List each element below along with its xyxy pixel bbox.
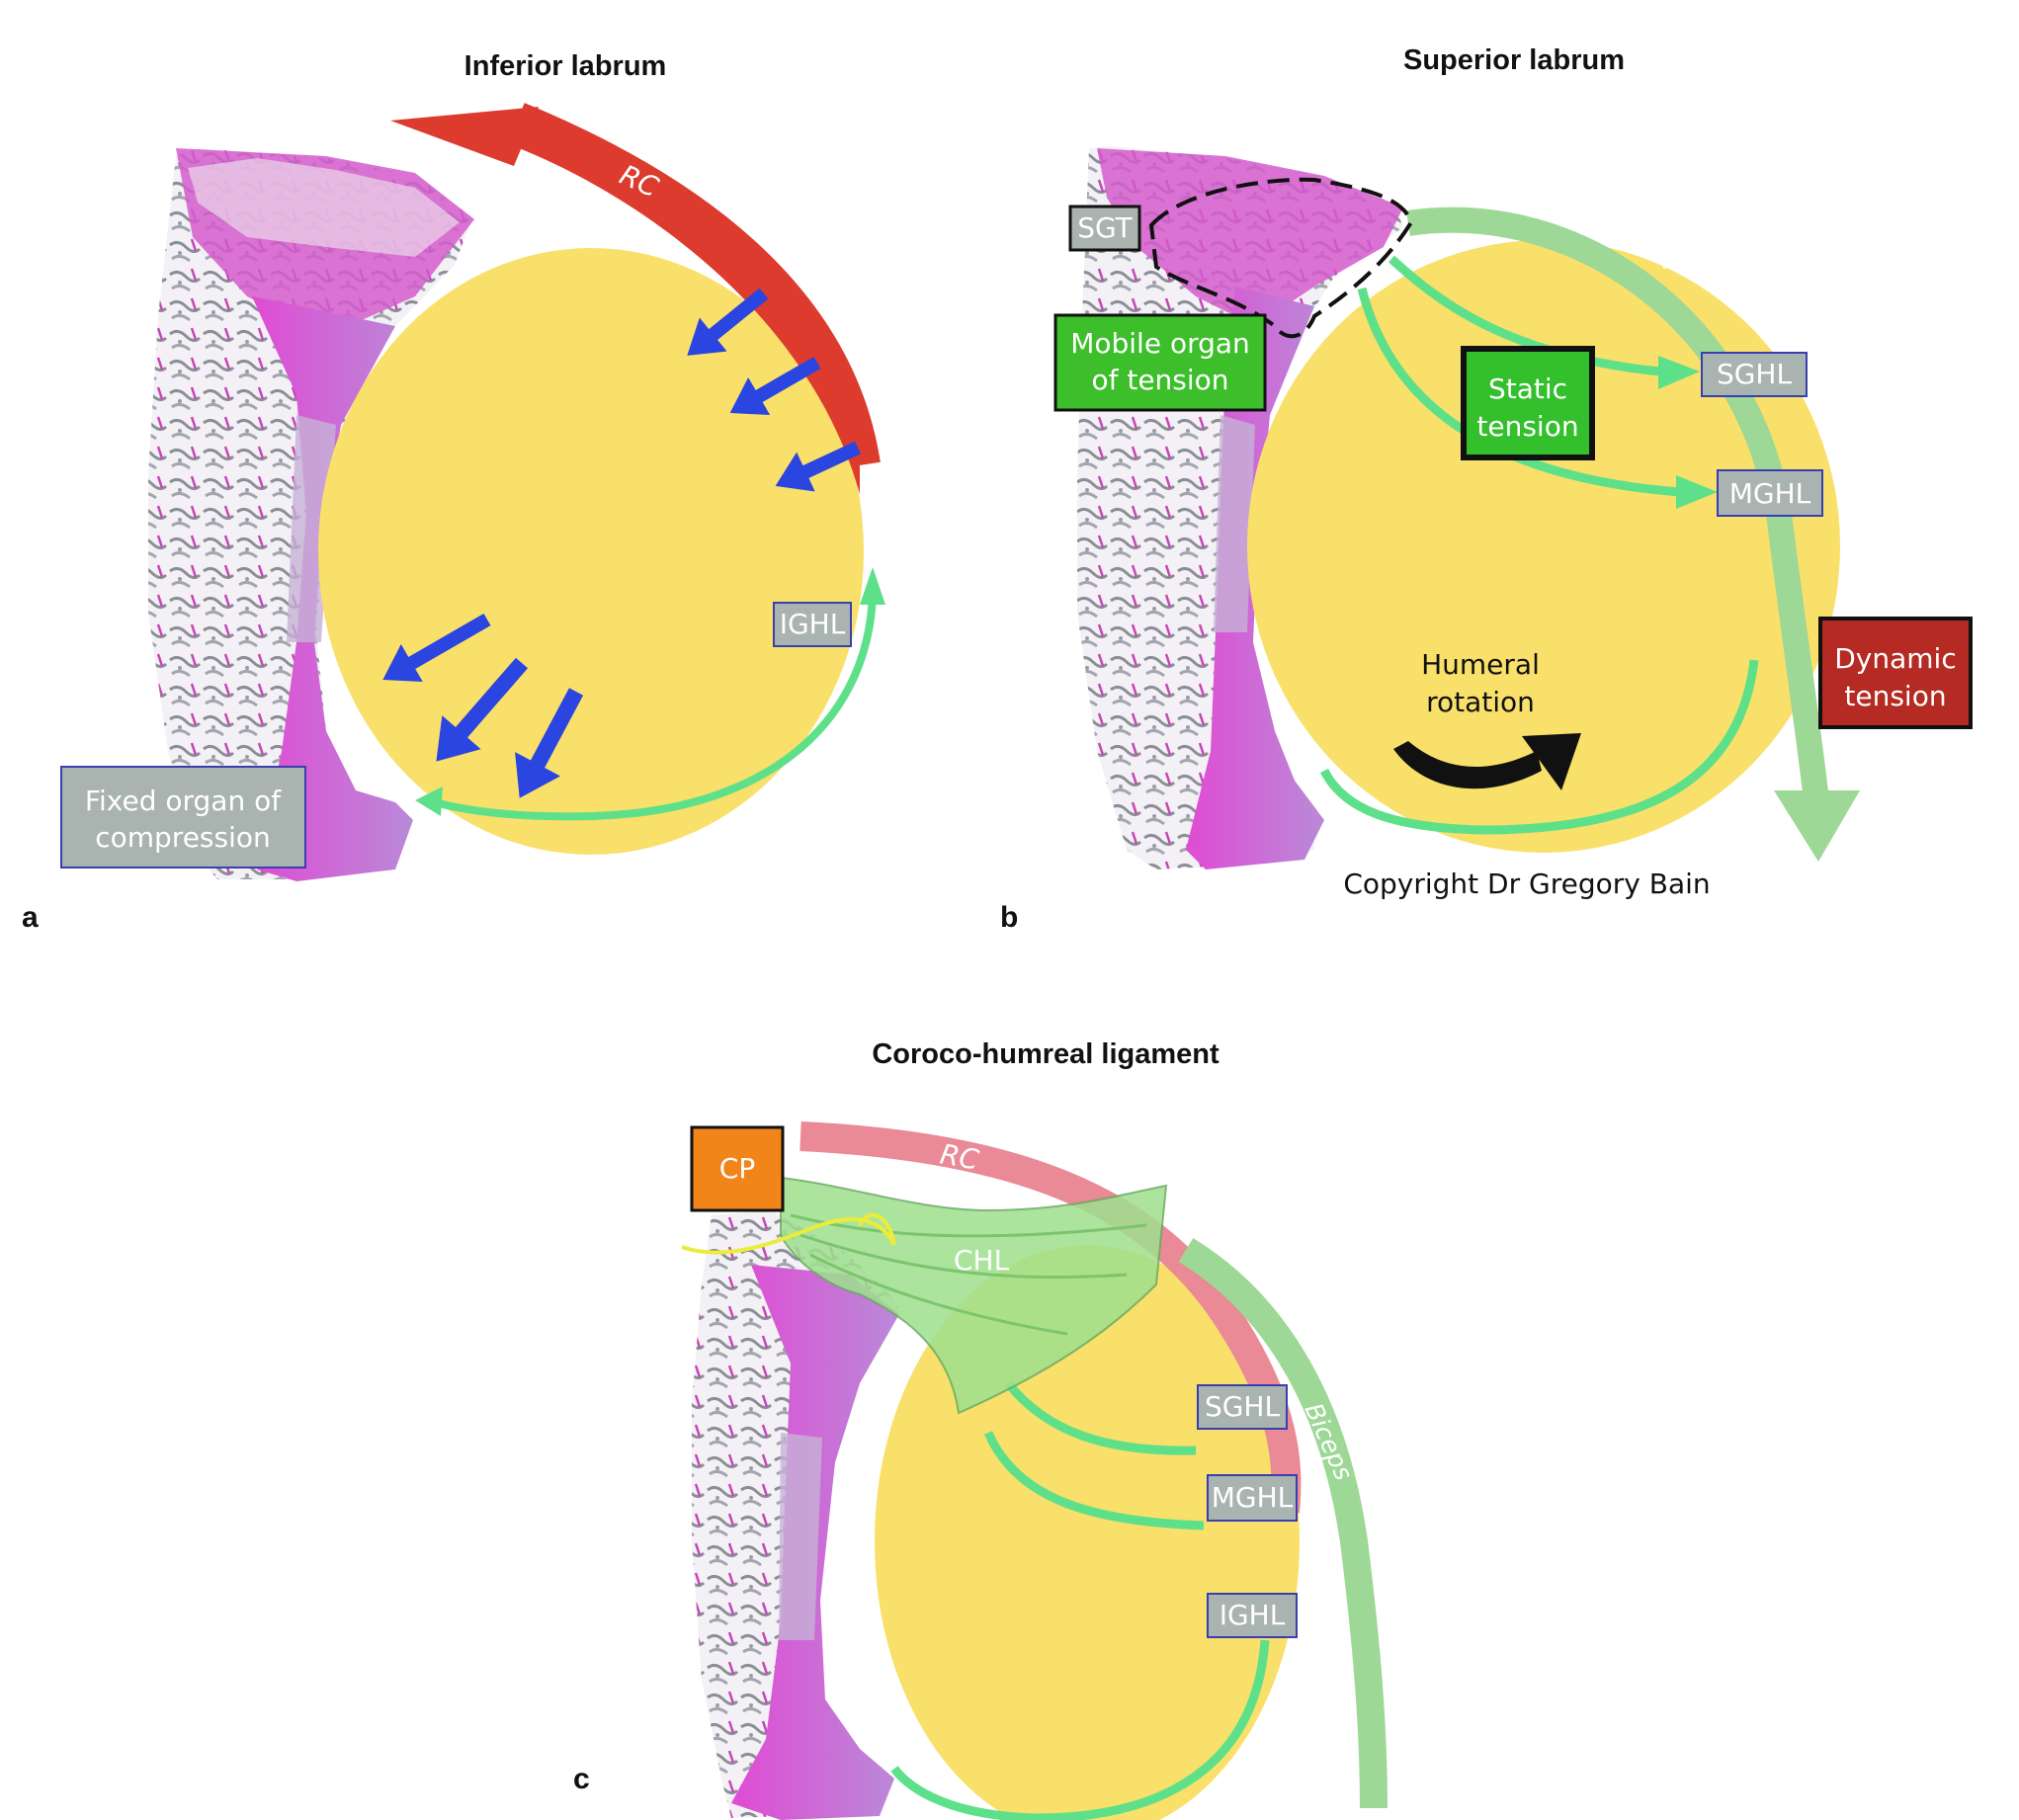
panel-a-title: Inferior labrum (464, 50, 667, 82)
glenoid-bone-a (148, 148, 474, 881)
sghl-arrowhead (1658, 356, 1700, 389)
humeral-head-b (1247, 240, 1840, 853)
compression-arrow (687, 288, 769, 356)
static-tension-box: Static tension (1461, 346, 1595, 460)
panel-c-title: Coroco-humreal ligament (872, 1038, 1220, 1070)
compression-arrow (729, 356, 821, 416)
compression-arrows (382, 288, 861, 798)
ghl-bands-c (890, 1380, 1270, 1820)
glenoid-bone-c (692, 1210, 899, 1820)
humeral-head-a (318, 248, 864, 855)
compression-arrow (382, 613, 491, 683)
sghl-label-b: SGHL (1701, 352, 1808, 397)
rotation-arrowhead (1522, 733, 1581, 790)
panel-b-title: Superior labrum (1403, 44, 1625, 76)
compression-arrow (436, 657, 529, 762)
svg-text:MGHL: MGHL (1729, 477, 1811, 510)
mghl-label-c: MGHL (1207, 1474, 1298, 1522)
mghl-arrowhead (1676, 475, 1718, 509)
svg-text:Fixed organ of: Fixed organ of (85, 785, 282, 817)
panel-a: Inferior labrum RC (22, 50, 885, 934)
humeral-rotation: Humeral rotation (1393, 648, 1581, 790)
svg-text:CP: CP (719, 1152, 755, 1185)
ighl-band-c (890, 1639, 1270, 1820)
svg-text:rotation: rotation (1426, 686, 1535, 718)
compression-arrow (775, 441, 861, 492)
svg-text:IGHL: IGHL (780, 608, 846, 640)
panel-b: Superior labrum Biceps SGT (1000, 44, 1973, 934)
svg-text:of tension: of tension (1091, 364, 1228, 396)
rc-band-c (799, 1121, 1302, 1514)
chl-label: CHL (954, 1244, 1010, 1277)
svg-text:compression: compression (95, 821, 271, 854)
rc-label-c: RC (938, 1137, 982, 1176)
svg-text:MGHL: MGHL (1212, 1481, 1294, 1514)
fixed-organ-box: Fixed organ of compression (60, 766, 306, 869)
ghl-bands-b (1319, 255, 1759, 835)
copyright-text: Copyright Dr Gregory Bain (1343, 868, 1710, 900)
panel-c: Coroco-humreal ligament RC Biceps CHL (573, 1038, 1388, 1820)
svg-text:SGHL: SGHL (1717, 358, 1793, 390)
mghl-band-c (983, 1431, 1205, 1530)
panel-label-a: a (22, 901, 39, 934)
rc-arrow-a (390, 103, 881, 494)
sghl-label-c: SGHL (1197, 1384, 1288, 1430)
biceps-tendon-c (1178, 1238, 1388, 1809)
cp-box: CP (690, 1125, 785, 1212)
svg-text:Static: Static (1488, 372, 1567, 405)
svg-text:SGT: SGT (1077, 211, 1133, 244)
panel-label-b: b (1000, 901, 1018, 934)
sgt-outline (1148, 177, 1414, 339)
compression-arrow (515, 688, 584, 798)
ighl-band-a (415, 567, 885, 821)
ighl-label-a: IGHL (773, 602, 852, 647)
svg-text:IGHL: IGHL (1220, 1599, 1286, 1631)
mobile-organ-box: Mobile organ of tension (1053, 313, 1267, 412)
rotation-arrow (1393, 741, 1542, 789)
ighl-band-b (1319, 659, 1759, 835)
svg-text:Mobile organ: Mobile organ (1070, 327, 1250, 360)
svg-text:Humeral: Humeral (1421, 648, 1540, 681)
svg-text:tension: tension (1476, 410, 1578, 443)
svg-text:tension: tension (1844, 680, 1946, 712)
nerve-line (681, 1212, 896, 1255)
dynamic-tension-box: Dynamic tension (1818, 617, 1973, 729)
ighl-label-c: IGHL (1207, 1593, 1298, 1638)
mghl-band (1357, 287, 1681, 497)
sgt-label: SGT (1068, 205, 1141, 252)
svg-text:Dynamic: Dynamic (1834, 642, 1956, 675)
sghl-band (1388, 255, 1661, 376)
mghl-label-b: MGHL (1717, 469, 1823, 517)
svg-text:SGHL: SGHL (1205, 1390, 1281, 1423)
biceps-label-c: Biceps (1300, 1399, 1359, 1485)
panel-label-c: c (573, 1763, 590, 1795)
sghl-band-c (1004, 1380, 1197, 1455)
biceps-tendon-b (1406, 207, 1860, 862)
